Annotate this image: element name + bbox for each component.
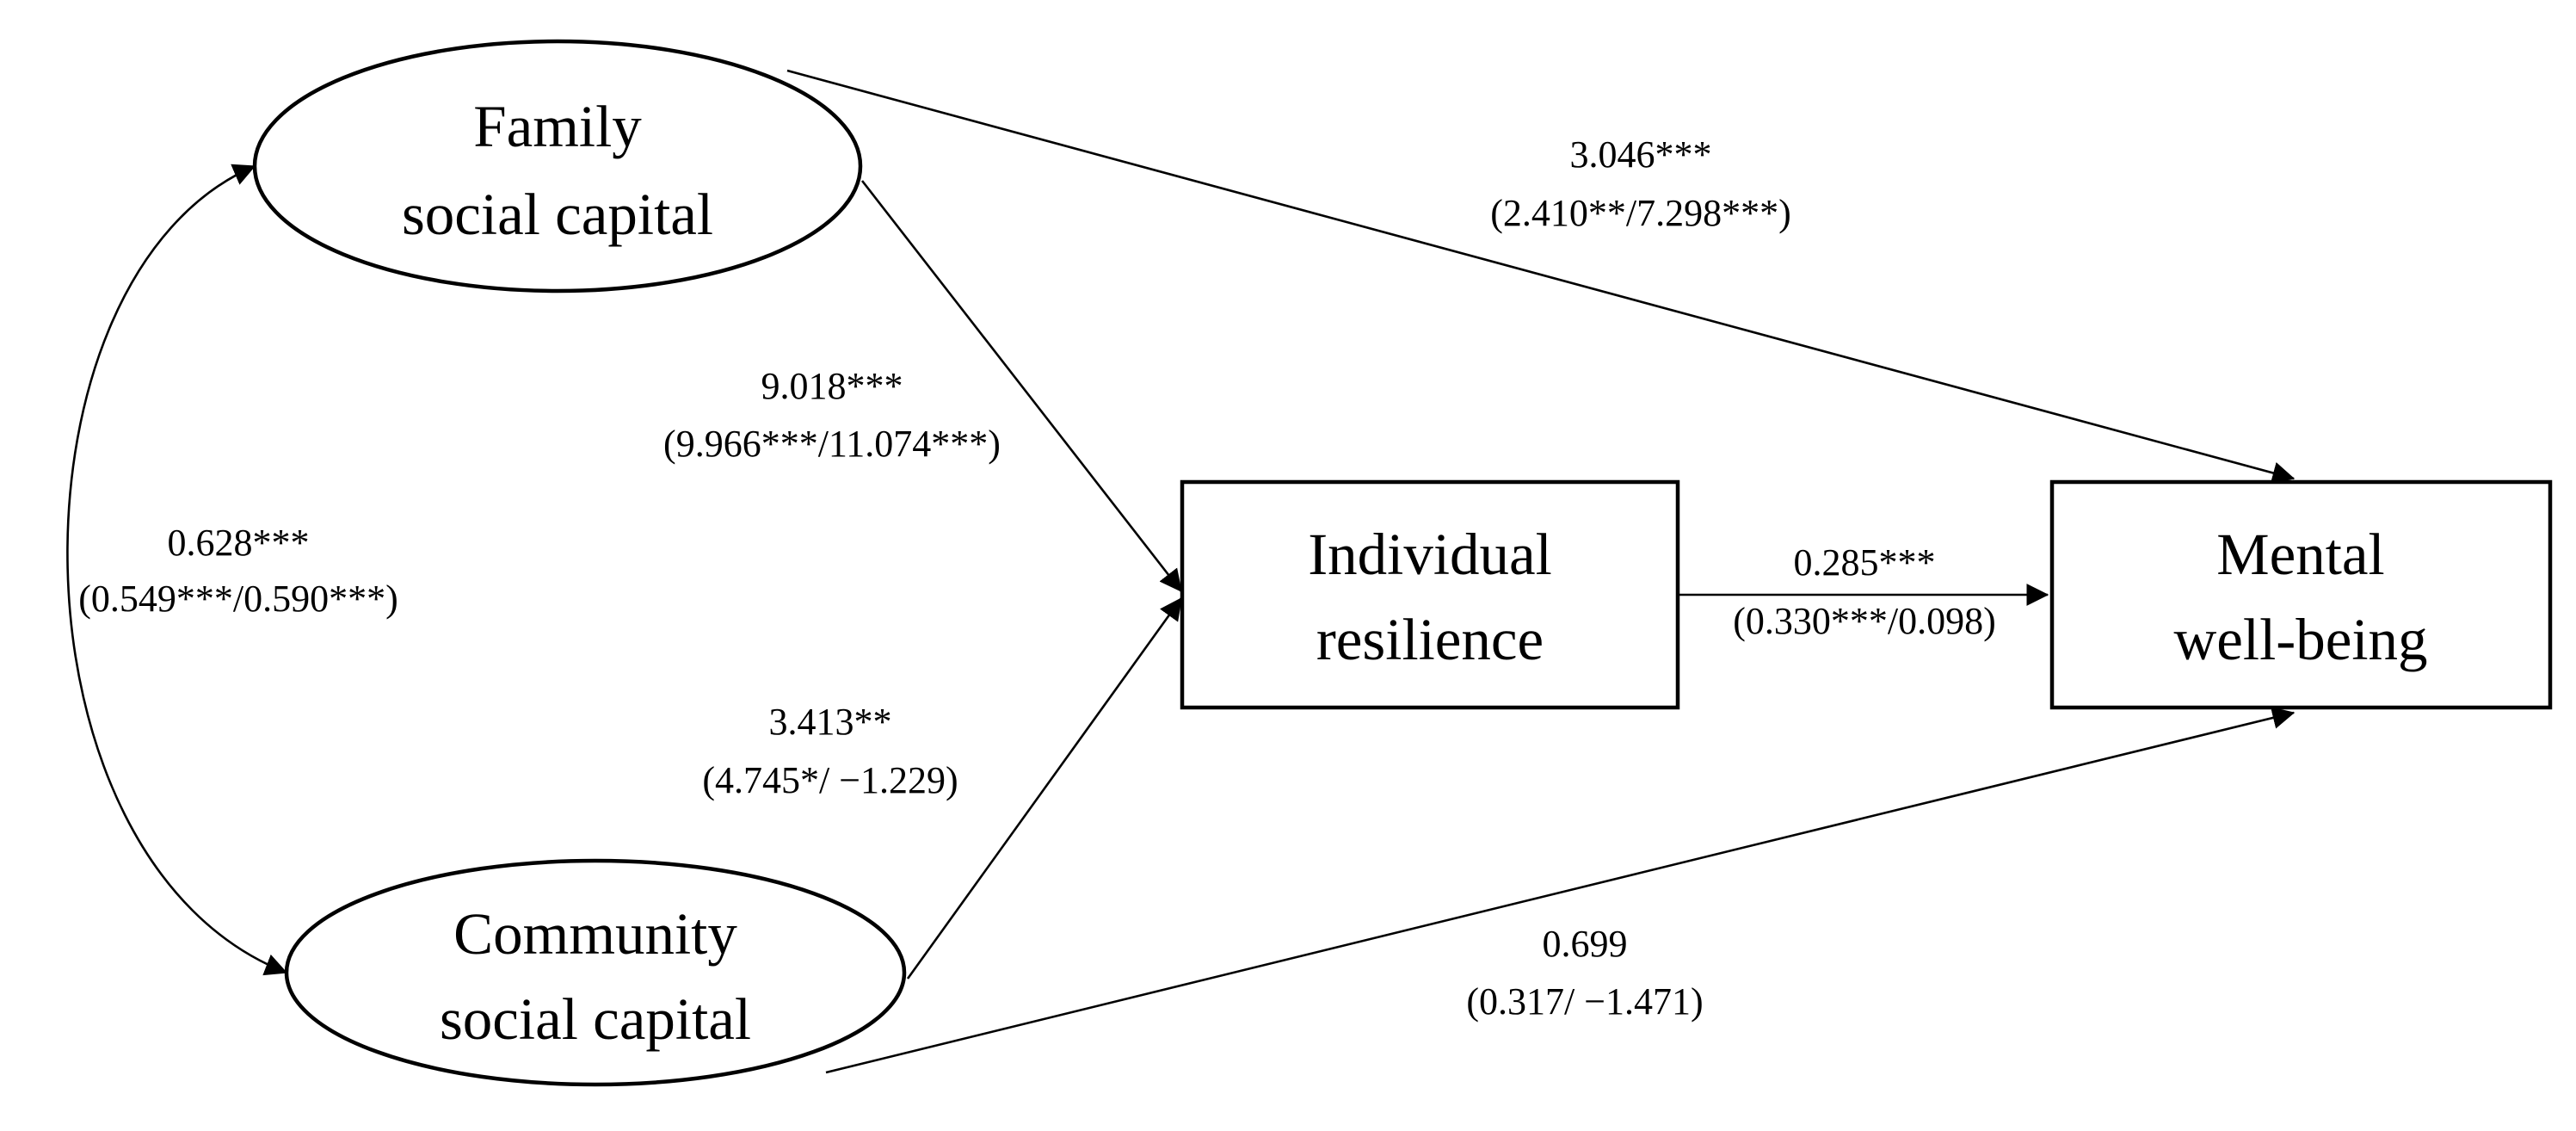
- path-family-to-wellbeing: [786, 69, 2296, 485]
- label-correlation: 0.628*** (0.549***/0.590***): [78, 522, 398, 620]
- label-family-to-resilience: 9.018*** (9.966***/11.074***): [663, 365, 1001, 465]
- family-line2: social capital: [402, 182, 713, 247]
- path-community-to-wellbeing: [825, 707, 2296, 1074]
- coef-correlation-groups: (0.549***/0.590***): [78, 578, 398, 620]
- coef-resilience-wellbeing-main: 0.285***: [1794, 541, 1936, 584]
- coef-family-resilience-main: 9.018***: [761, 365, 903, 407]
- label-family-to-wellbeing: 3.046*** (2.410**/7.298***): [1490, 133, 1791, 234]
- wellbeing-line2: well-being: [2173, 607, 2427, 672]
- coef-resilience-wellbeing-groups: (0.330***/0.098): [1733, 600, 1996, 642]
- community-line2: social capital: [440, 986, 751, 1052]
- coef-family-resilience-groups: (9.966***/11.074***): [663, 423, 1001, 465]
- coef-family-wellbeing-groups: (2.410**/7.298***): [1490, 192, 1791, 234]
- label-community-to-wellbeing: 0.699 (0.317/ −1.471): [1466, 923, 1703, 1023]
- path-family-to-resilience: [860, 180, 1183, 593]
- coef-family-wellbeing-main: 3.046***: [1570, 133, 1712, 176]
- coef-community-resilience-groups: (4.745*/ −1.229): [702, 759, 958, 801]
- coef-correlation-main: 0.628***: [168, 522, 310, 564]
- coef-community-wellbeing-main: 0.699: [1543, 923, 1628, 965]
- wellbeing-line1: Mental: [2216, 522, 2384, 587]
- correlation-curve: [66, 164, 288, 976]
- label-community-to-resilience: 3.413** (4.745*/ −1.229): [702, 701, 958, 801]
- node-community-social-capital: Community social capital: [284, 858, 907, 1087]
- coef-community-wellbeing-groups: (0.317/ −1.471): [1466, 980, 1703, 1023]
- coef-community-resilience-main: 3.413**: [769, 701, 892, 743]
- path-community-to-resilience: [906, 596, 1183, 980]
- label-resilience-to-wellbeing: 0.285*** (0.330***/0.098): [1733, 541, 1996, 642]
- community-line1: Community: [453, 901, 737, 967]
- resilience-line2: resilience: [1316, 607, 1544, 672]
- resilience-line1: Individual: [1308, 522, 1552, 587]
- family-line1: Family: [473, 94, 642, 159]
- node-individual-resilience: Individual resilience: [1180, 479, 1680, 710]
- node-mental-well-being: Mental well-being: [2049, 479, 2553, 710]
- node-family-social-capital: Family social capital: [252, 39, 863, 294]
